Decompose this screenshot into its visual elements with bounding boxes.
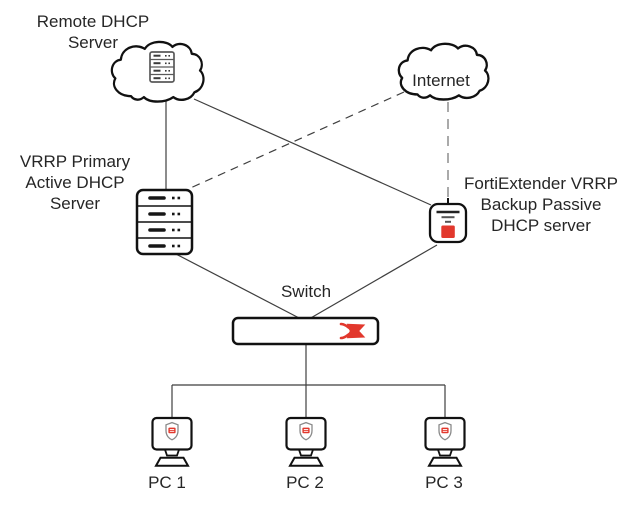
pc2-label: PC 2 [286,473,324,492]
pc3-node [424,416,466,467]
switch-crossed-arrows-icon [339,322,366,340]
vrrp-primary-server-node [135,188,194,256]
server-rack-icon [149,51,175,83]
pc2-node [285,416,327,467]
vrrp-primary-label: VRRP Primary Active DHCP Server [19,152,131,213]
edge-fortiextender-to-switch [308,244,438,320]
fortiextender-device-icon [428,202,468,244]
monitor-with-shield-icon [285,416,327,467]
fortiextender-label: FortiExtender VRRP Backup Passive DHCP s… [464,174,618,235]
monitor-with-shield-icon [151,416,193,467]
edge-internet-to-primary-dashed [185,91,405,191]
fortiextender-red-led [441,225,455,238]
edge-remotecloud-to-fortiextender [193,98,432,206]
pc3-label: PC 3 [425,473,463,492]
switch-box [231,316,380,346]
fortiextender-node [428,198,468,244]
internet-label: Internet [412,71,470,90]
edges [165,91,449,419]
cloud-icon [397,42,490,101]
switch-node [231,316,380,346]
internet-cloud-node [397,42,490,101]
monitor-with-shield-icon [424,416,466,467]
pc1-node [151,416,193,467]
pc1-label: PC 1 [148,473,186,492]
edge-primary-to-switch [173,252,302,320]
remote-dhcp-cloud-node [110,40,205,103]
switch-label: Switch [280,282,332,301]
remote-dhcp-server-label: Remote DHCP Server [36,12,150,52]
